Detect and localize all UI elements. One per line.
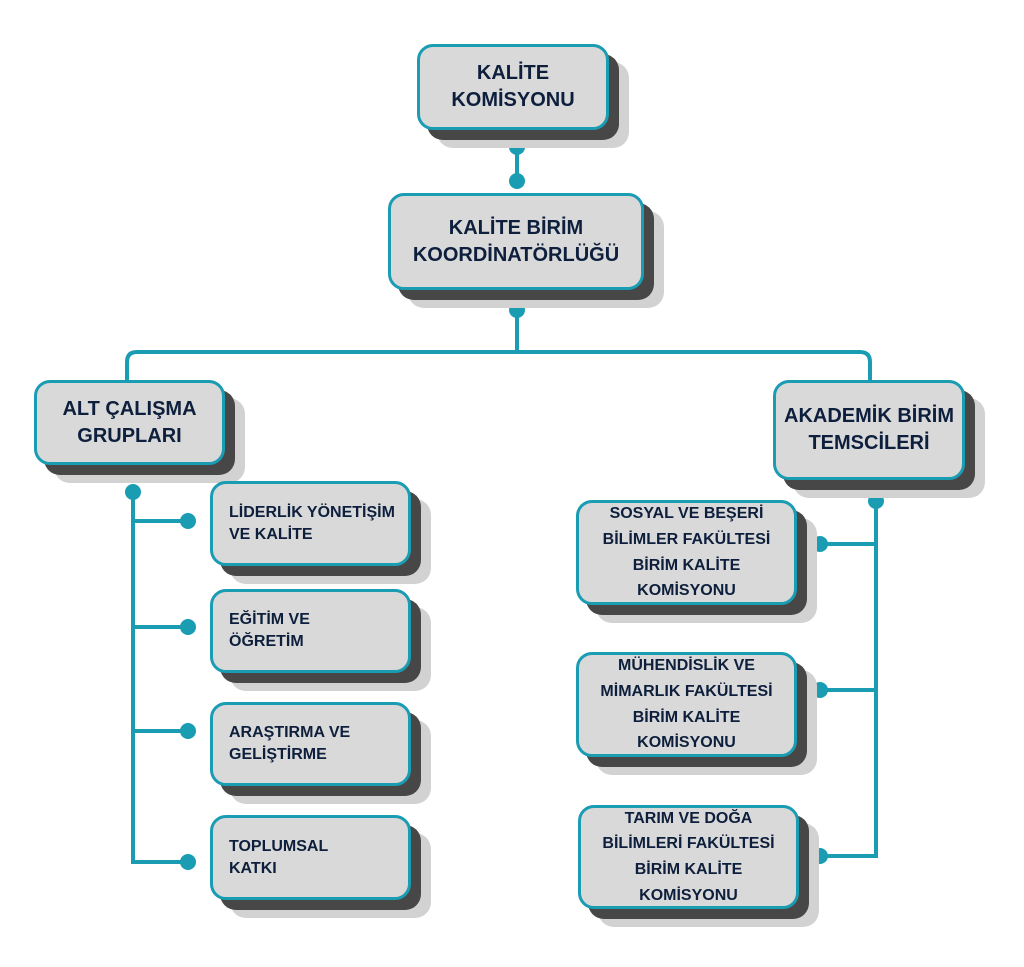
node-label: AKADEMİK BİRİM TEMSCİLERİ [784, 405, 954, 454]
node-akademik-birim-temscileri: AKADEMİK BİRİM TEMSCİLERİ [773, 380, 965, 480]
node-sosyal-beseri: SOSYAL VE BEŞERİ BİLİMLER FAKÜLTESİ BİRİ… [576, 500, 797, 605]
node-label: TARIM VE DOĞA BİLİMLERİ FAKÜLTESİ BİRİM … [602, 809, 775, 904]
node-label: LİDERLİK YÖNETİŞİM VE KALİTE [229, 503, 395, 543]
node-label: SOSYAL VE BEŞERİ BİLİMLER FAKÜLTESİ BİRİ… [602, 505, 771, 600]
node-kalite-birim-koordinatorlugu: KALİTE BİRİM KOORDİNATÖRLÜĞÜ [388, 193, 644, 290]
node-label: EĞİTİM VE ÖĞRETİM [229, 611, 310, 650]
node-liderlik: LİDERLİK YÖNETİŞİM VE KALİTE [210, 481, 411, 566]
node-kalite-komisyonu: KALİTE KOMİSYONU [417, 44, 609, 130]
node-egitim: EĞİTİM VE ÖĞRETİM [210, 589, 411, 673]
node-toplumsal-katki: TOPLUMSAL KATKI [210, 815, 411, 900]
node-label: MÜHENDİSLİK VE MİMARLIK FAKÜLTESİ BİRİM … [600, 657, 773, 752]
node-alt-calisma-gruplari: ALT ÇALIŞMA GRUPLARI [34, 380, 225, 465]
node-label: ARAŞTIRMA VE GELİŞTİRME [229, 724, 351, 763]
node-label: KALİTE KOMİSYONU [451, 62, 575, 111]
node-label: TOPLUMSAL KATKI [229, 837, 329, 877]
node-muhendislik: MÜHENDİSLİK VE MİMARLIK FAKÜLTESİ BİRİM … [576, 652, 797, 757]
node-label: ALT ÇALIŞMA GRUPLARI [62, 397, 197, 447]
node-label: KALİTE BİRİM KOORDİNATÖRLÜĞÜ [412, 216, 620, 266]
node-tarim-doga: TARIM VE DOĞA BİLİMLERİ FAKÜLTESİ BİRİM … [578, 805, 799, 909]
node-arastirma: ARAŞTIRMA VE GELİŞTİRME [210, 702, 411, 786]
